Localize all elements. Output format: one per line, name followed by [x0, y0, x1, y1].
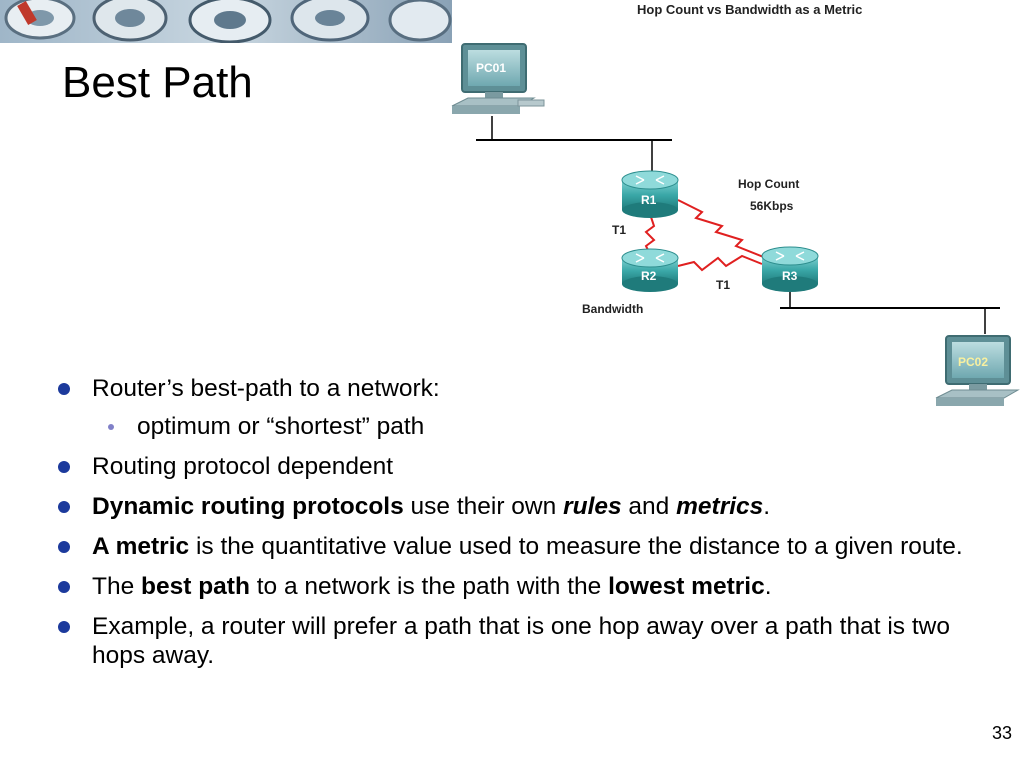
bullet-text-end: .: [763, 493, 771, 520]
bold-term-lowest-metric: lowest metric: [608, 573, 765, 600]
bullet-list: Router’s best-path to a network: optimum…: [52, 374, 972, 681]
bullet-text-end: .: [764, 573, 772, 600]
sub-bullet-optimum: optimum or “shortest” path: [52, 412, 972, 441]
emphasis-rules: rules: [563, 493, 622, 520]
bullet-dot-icon: [58, 581, 70, 593]
serial-link-r1-r3: [677, 199, 767, 259]
pc02-computer-icon: [935, 335, 1020, 406]
bold-term-metric: A metric: [92, 533, 190, 560]
bullet-lowest-metric: The best path to a network is the path w…: [52, 572, 972, 601]
sub-bullet-text: optimum or “shortest” path: [137, 413, 425, 440]
pc01-computer-icon: [451, 43, 545, 114]
pc01-label: PC01: [476, 61, 506, 75]
t1-label-left: T1: [612, 223, 626, 237]
bullet-dot-icon: [58, 383, 70, 395]
hop-count-label: Hop Count: [738, 177, 799, 191]
page-number: 33: [991, 723, 1012, 743]
bullet-text-rest: is the quantitative value used to measur…: [189, 533, 963, 560]
bandwidth-label: Bandwidth: [582, 302, 643, 316]
router-r2-label: R2: [641, 269, 657, 283]
bullet-dynamic-routing: Dynamic routing protocols use their own …: [52, 492, 972, 521]
bullet-text-mid: use their own: [403, 493, 564, 520]
bullet-text-mid: to a network is the path with the: [249, 573, 609, 600]
sub-bullet-dot-icon: [108, 424, 114, 430]
bullet-text: Example, a router will prefer a path tha…: [92, 613, 950, 669]
serial-link-r1-r2: [644, 213, 656, 255]
bullet-best-path-definition: Router’s best-path to a network:: [52, 374, 972, 403]
bold-term-dynamic-routing: Dynamic routing protocols: [92, 493, 404, 520]
bullet-text: Routing protocol dependent: [92, 453, 394, 480]
bullet-dot-icon: [58, 461, 70, 473]
slide-title: Best Path: [62, 58, 253, 107]
bullet-text: Router’s best-path to a network:: [92, 375, 440, 402]
bullet-text-and: and: [621, 493, 677, 520]
bold-term-best-path: best path: [141, 573, 250, 600]
diagram-title: Hop Count vs Bandwidth as a Metric: [637, 2, 862, 17]
serial-link-r2-r3: [677, 254, 763, 272]
bullet-dot-icon: [58, 501, 70, 513]
bullet-dot-icon: [58, 621, 70, 633]
router-r3-label: R3: [782, 269, 798, 283]
header-banner-image: [0, 0, 452, 43]
router-r2-icon: [621, 248, 679, 292]
speed-label: 56Kbps: [750, 199, 794, 213]
bullet-text-pre: The: [92, 573, 142, 600]
bullet-dot-icon: [58, 541, 70, 553]
network-diagram: Hop Count vs Bandwidth as a Metric PC01 …: [440, 0, 1024, 415]
pc02-label: PC02: [958, 355, 988, 369]
bullet-hop-example: Example, a router will prefer a path tha…: [52, 612, 972, 670]
emphasis-metrics: metrics: [676, 493, 764, 520]
t1-label-bottom: T1: [716, 278, 730, 292]
bullet-metric-definition: A metric is the quantitative value used …: [52, 532, 972, 561]
router-r1-label: R1: [641, 193, 657, 207]
router-r3-icon: [761, 246, 819, 292]
router-r1-icon: [621, 170, 679, 218]
bullet-protocol-dependent: Routing protocol dependent: [52, 452, 972, 481]
